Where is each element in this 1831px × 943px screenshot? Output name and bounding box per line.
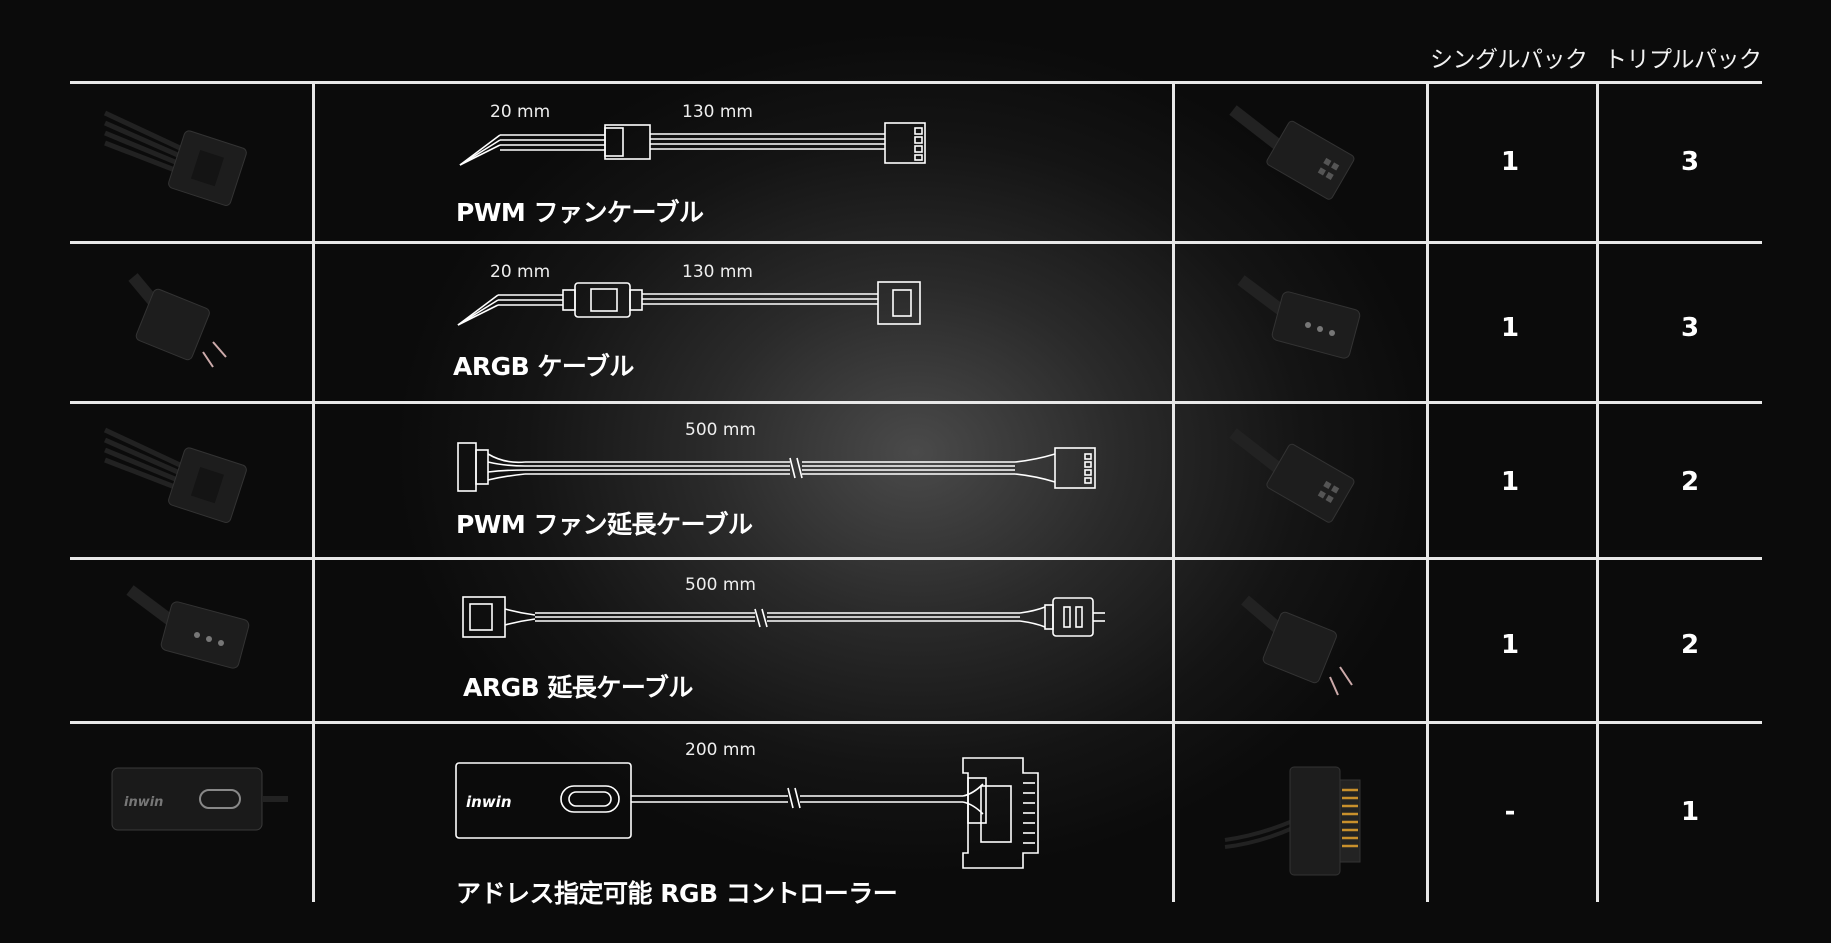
single-pack-count: 1 bbox=[1500, 147, 1520, 177]
triple-pack-count: 1 bbox=[1680, 797, 1700, 827]
argb-connector-photo bbox=[126, 585, 250, 669]
cable-length: 200 mm bbox=[685, 740, 756, 760]
grid-line-h bbox=[70, 81, 1762, 84]
cable-length-short: 20 mm bbox=[490, 262, 551, 282]
pwm-connector-end-photo bbox=[1229, 105, 1355, 200]
cable-length-long: 130 mm bbox=[682, 262, 753, 282]
argb-extension-diagram bbox=[462, 596, 1105, 638]
sata-connector-photo bbox=[1224, 766, 1361, 876]
pwm-connector-photo bbox=[103, 110, 247, 206]
controller-diagram bbox=[455, 757, 1039, 869]
pwm-cable-diagram bbox=[459, 122, 926, 166]
single-pack-count: - bbox=[1504, 797, 1516, 827]
cable-name: アドレス指定可能 RGB コントローラー bbox=[456, 879, 898, 908]
grid-line-v bbox=[1426, 82, 1429, 902]
argb-connector-photo bbox=[128, 273, 227, 368]
single-pack-count: 1 bbox=[1500, 630, 1520, 660]
header-triple-pack: トリプルパック bbox=[1604, 47, 1762, 73]
triple-pack-count: 2 bbox=[1680, 630, 1700, 660]
grid-line-v bbox=[312, 82, 315, 902]
argb-connector-end-photo bbox=[1237, 275, 1361, 359]
pwm-connector-end-photo bbox=[1229, 428, 1355, 523]
triple-pack-count: 2 bbox=[1680, 467, 1700, 497]
cable-name: ARGB 延長ケーブル bbox=[463, 673, 693, 702]
cable-name: PWM ファンケーブル bbox=[456, 198, 704, 227]
cable-length: 500 mm bbox=[685, 575, 756, 595]
controller-photo: inwin bbox=[111, 767, 288, 831]
triple-pack-count: 3 bbox=[1680, 313, 1700, 343]
controller-diagram-logo: inwin bbox=[466, 793, 512, 811]
triple-pack-count: 3 bbox=[1680, 147, 1700, 177]
grid-line-h bbox=[70, 241, 1762, 244]
single-pack-count: 1 bbox=[1500, 467, 1520, 497]
header-single-pack: シングルパック bbox=[1430, 47, 1588, 73]
cable-name: PWM ファン延長ケーブル bbox=[456, 510, 753, 539]
controller-text-logo-overlay: inwin bbox=[466, 793, 512, 811]
pwm-extension-diagram bbox=[457, 442, 1096, 492]
argb-cable-diagram bbox=[457, 281, 921, 326]
cable-length: 500 mm bbox=[685, 420, 756, 440]
cable-name: ARGB ケーブル bbox=[453, 352, 634, 381]
argb-connector-end-photo bbox=[1241, 595, 1353, 696]
grid-line-v bbox=[1172, 82, 1175, 902]
grid-line-h bbox=[70, 721, 1762, 724]
controller-logo: inwin bbox=[124, 795, 163, 810]
single-pack-count: 1 bbox=[1500, 313, 1520, 343]
pwm-connector-photo bbox=[103, 427, 247, 523]
grid-line-h bbox=[70, 557, 1762, 560]
cable-length-long: 130 mm bbox=[682, 102, 753, 122]
grid-line-v bbox=[1596, 82, 1599, 902]
cable-length-short: 20 mm bbox=[490, 102, 551, 122]
grid-line-h bbox=[70, 401, 1762, 404]
